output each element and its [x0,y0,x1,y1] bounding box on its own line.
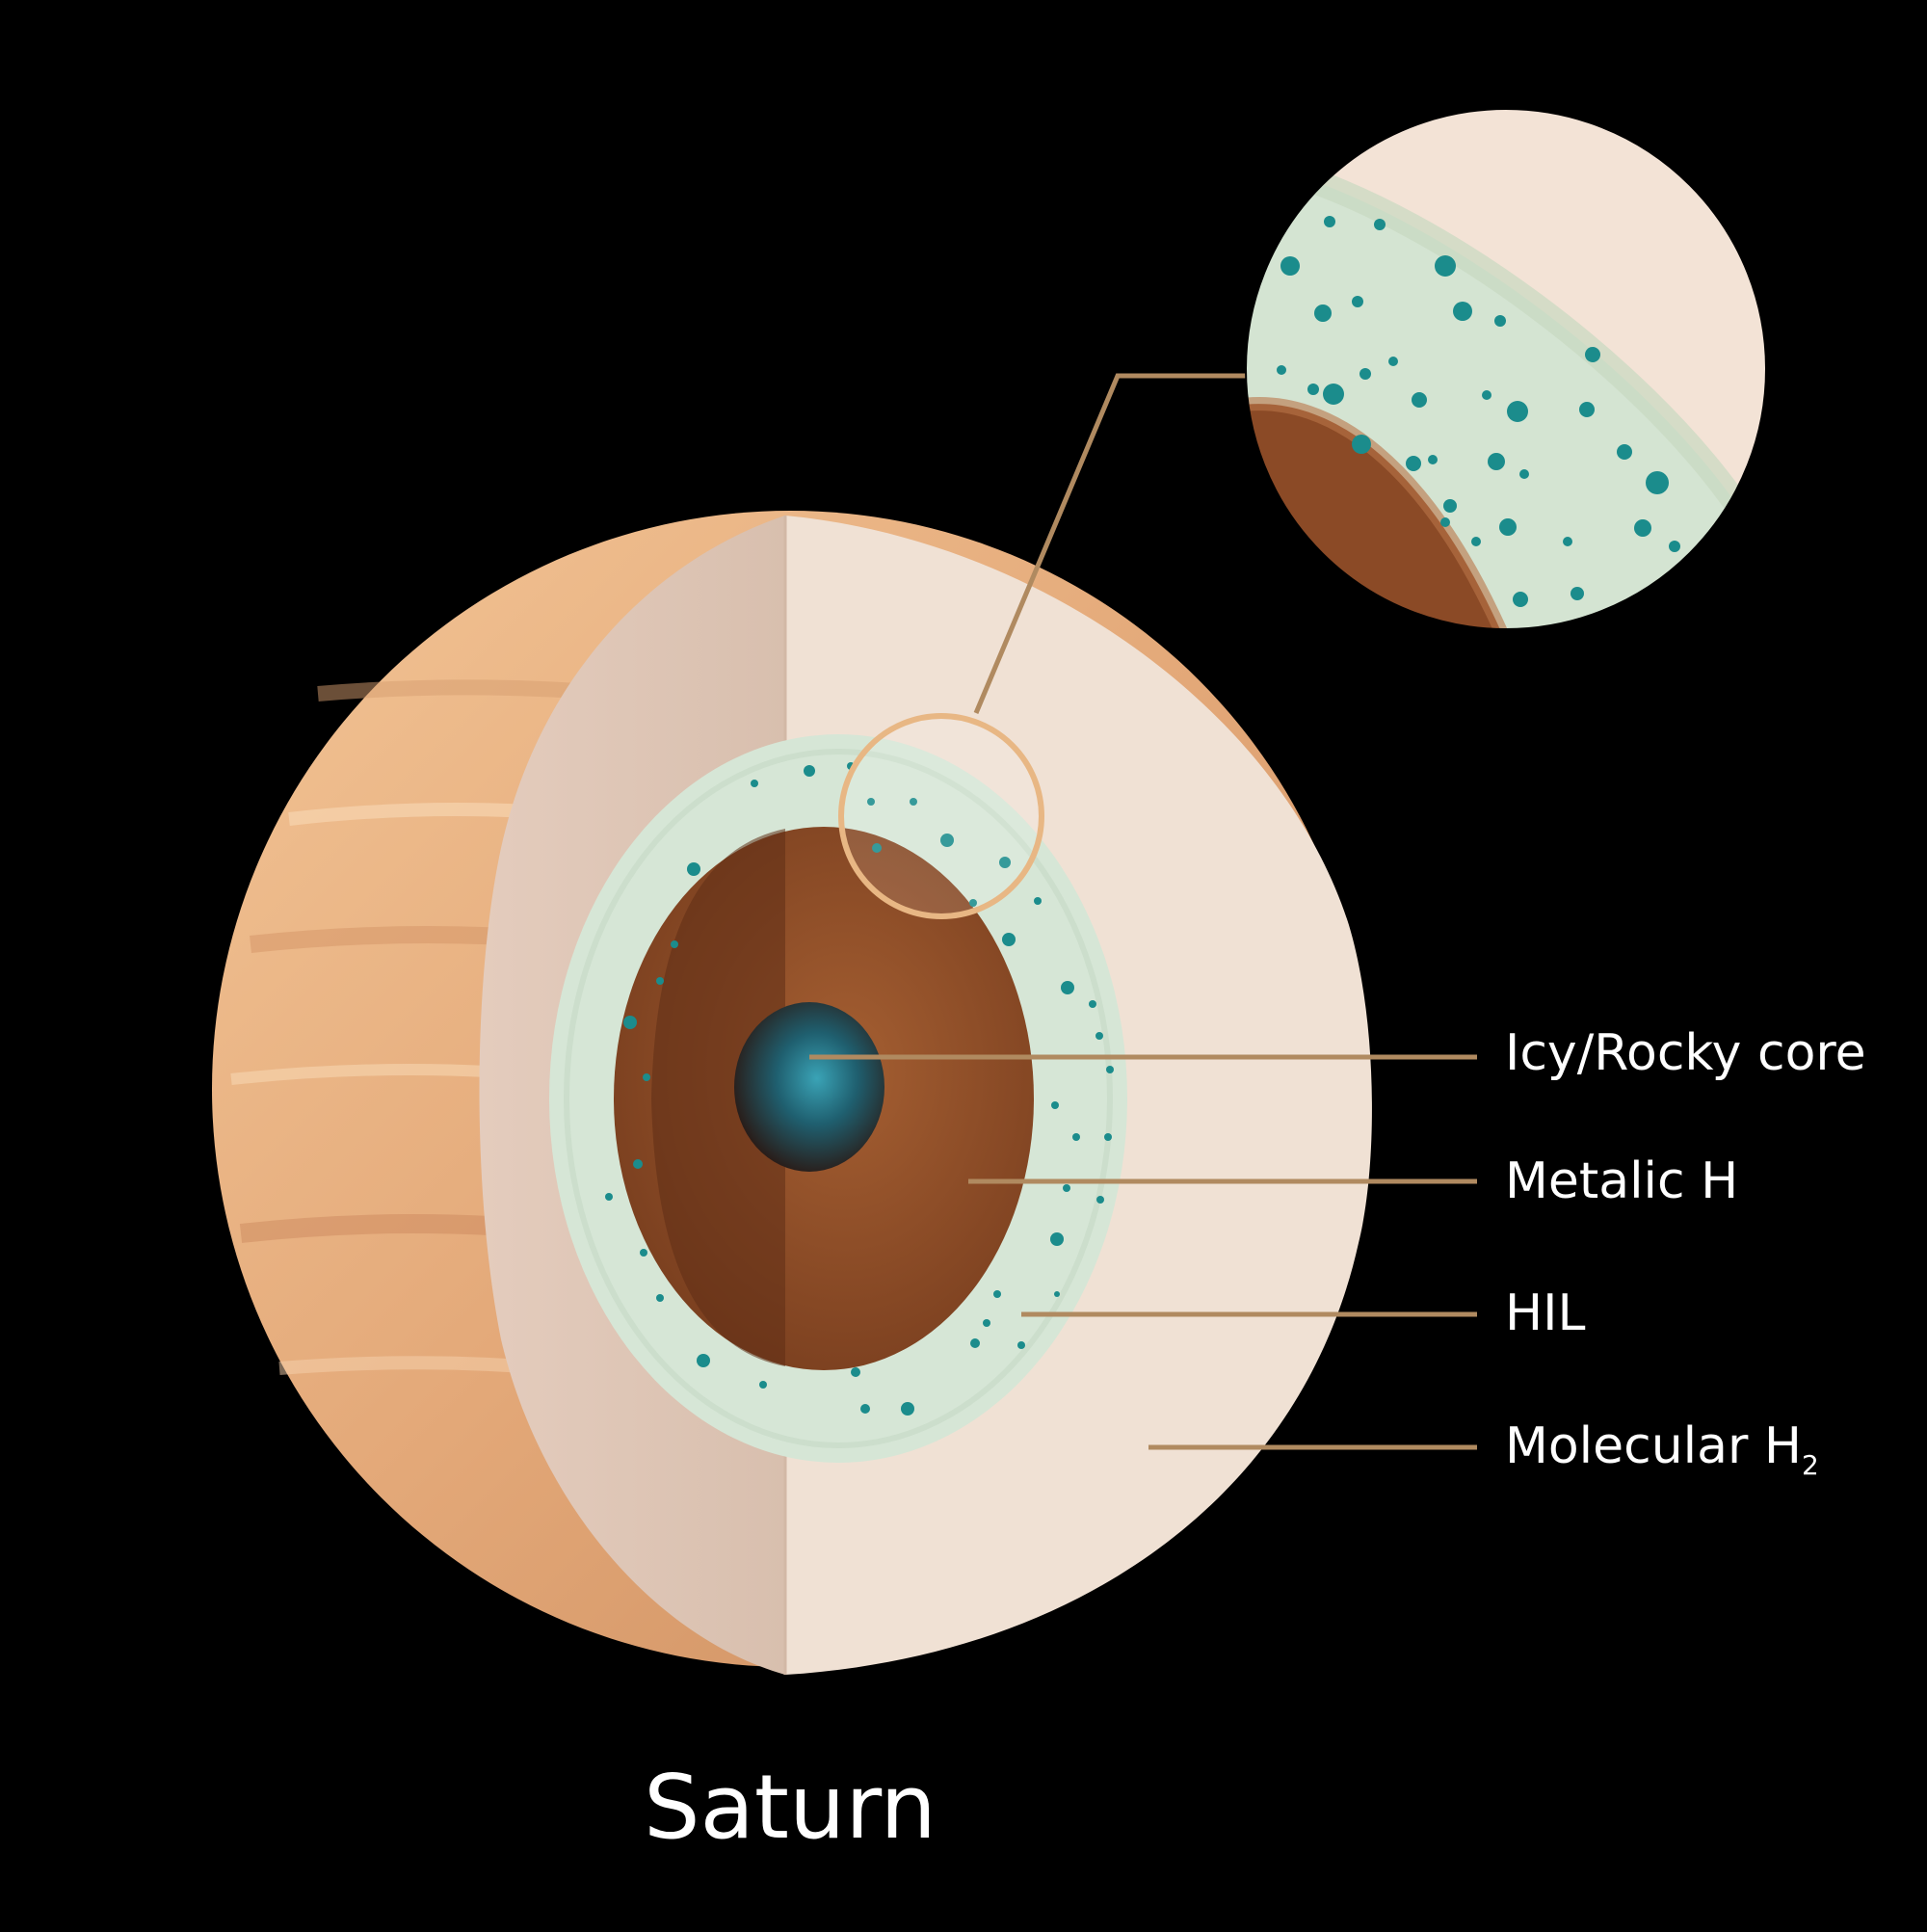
icy-rocky-core [734,1002,884,1172]
droplet [1063,1184,1070,1192]
droplet [1106,1066,1114,1073]
droplet [697,1354,710,1367]
droplet [1513,592,1528,607]
droplet [751,780,758,787]
droplet [1017,1341,1025,1349]
droplet [1297,176,1307,186]
droplet [1104,1133,1112,1141]
droplet [1443,499,1457,513]
droplet [1440,517,1450,527]
droplet [1054,1291,1060,1297]
droplet [1323,384,1344,405]
leader-lines [809,1054,1477,1450]
droplet [867,798,875,806]
droplet [1617,444,1632,460]
droplet [1374,219,1386,230]
droplet [605,1193,613,1201]
zoom-inset [1246,109,1766,629]
droplet [1072,1133,1080,1141]
droplet [1406,456,1421,471]
droplet [1412,392,1427,408]
droplet [1453,302,1472,321]
hil-droplets [605,762,1114,1416]
label-molecular-h2-subscript: 2 [1802,1449,1819,1481]
droplet [1488,453,1505,470]
droplet [940,834,954,847]
label-icy-rocky-core: Icy/Rocky core [1505,1024,1866,1082]
droplet [687,862,700,876]
droplet [1563,537,1572,546]
droplet [1307,384,1319,395]
droplet [1359,368,1371,380]
zoom-connector-line [973,373,1248,714]
droplet [901,1402,914,1416]
droplet [1034,897,1042,905]
droplet [1571,587,1584,600]
droplet [1051,1101,1059,1109]
droplet [1579,402,1595,417]
droplet [1634,519,1651,537]
label-hil: HIL [1505,1284,1586,1342]
droplet [983,1319,990,1327]
droplet [910,798,917,806]
droplet [671,940,678,948]
droplet [1494,315,1506,327]
droplet [1089,1000,1096,1008]
droplet [1388,357,1398,366]
droplet [623,1016,637,1029]
droplet [851,1367,860,1377]
droplet [656,1294,664,1302]
droplet [969,899,977,907]
droplet [1507,401,1528,422]
droplet [1585,347,1600,362]
droplet [1471,537,1481,546]
diagram-title: Saturn [644,1756,937,1859]
label-metallic-h: Metalic H [1505,1152,1739,1210]
droplet [993,1290,1001,1298]
zoom-indicator-circle [838,713,1044,919]
droplet [999,857,1011,868]
droplet [1646,471,1669,494]
droplet [1096,1196,1104,1204]
droplet [759,1381,767,1389]
droplet [1095,1032,1103,1040]
droplet [1669,541,1680,552]
droplet [1482,390,1491,400]
droplet [1352,435,1371,454]
droplet [970,1338,980,1348]
droplet [643,1073,650,1081]
label-molecular-h2-text: Molecular H [1505,1417,1802,1475]
droplet [1061,981,1074,994]
droplet [1050,1232,1064,1246]
droplet [804,765,815,777]
droplet [656,977,664,985]
droplet [640,1249,647,1257]
droplet [1499,518,1517,536]
droplet [1314,304,1332,322]
droplet [1428,455,1438,464]
droplet [1280,256,1300,276]
droplet [1519,469,1529,479]
droplet [633,1159,643,1169]
droplet [860,1404,870,1414]
droplet [1352,296,1363,307]
droplet [872,843,882,853]
droplet [1002,933,1016,946]
label-molecular-h2: Molecular H2 [1505,1421,1819,1479]
droplet [1435,255,1456,277]
droplet [1324,216,1335,227]
droplet [1277,365,1286,375]
